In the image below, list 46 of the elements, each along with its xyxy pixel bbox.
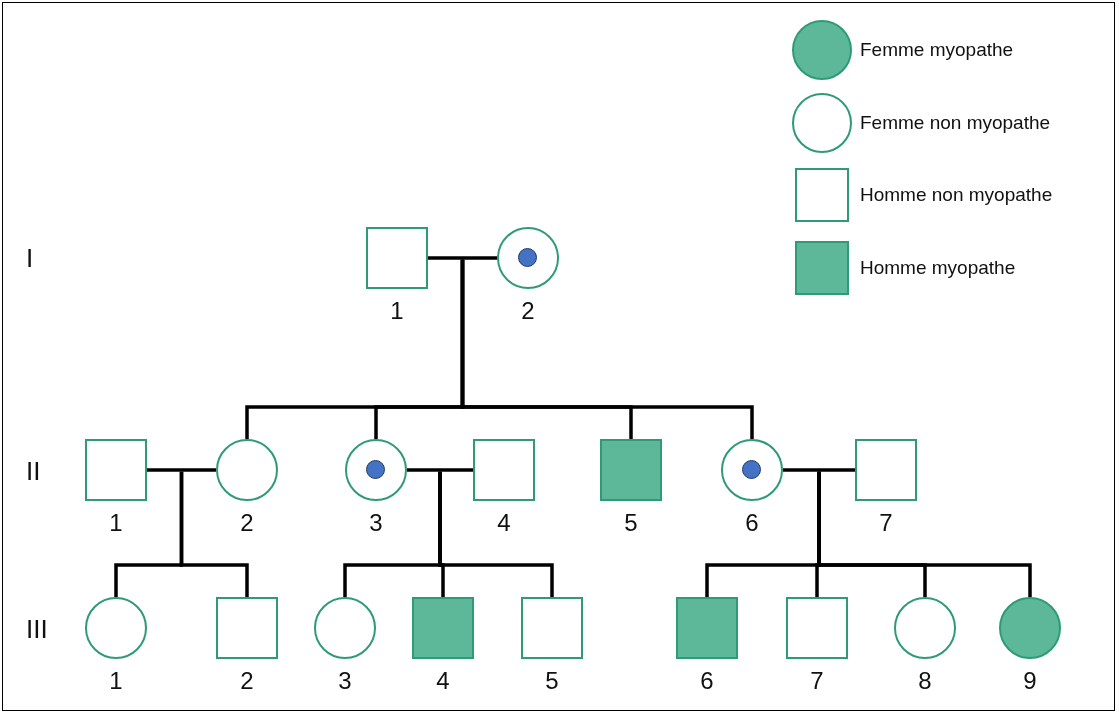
- affected-male-square: [676, 597, 738, 659]
- descent-line: [438, 471, 554, 597]
- couple-line: [428, 256, 497, 260]
- individual-number: 7: [879, 511, 893, 535]
- generation-label: II: [26, 458, 41, 484]
- individual-number: 4: [436, 669, 450, 693]
- individual-number: 1: [109, 511, 123, 535]
- individual-number: 7: [810, 669, 824, 693]
- individual-number: 5: [624, 511, 638, 535]
- legend-label: Femme non myopathe: [860, 113, 1051, 132]
- male-square: [855, 439, 917, 501]
- male-square: [216, 597, 278, 659]
- legend-label: Femme myopathe: [860, 40, 1014, 59]
- individual-number: 4: [497, 511, 511, 535]
- male-square: [366, 227, 428, 289]
- generation-label: III: [26, 616, 48, 642]
- couple-line: [407, 468, 473, 472]
- carrier-dot: [742, 460, 761, 479]
- male-square: [521, 597, 583, 659]
- individual-number: 6: [745, 511, 759, 535]
- individual-number: 2: [521, 299, 535, 323]
- couple-line: [147, 468, 216, 472]
- generation-label: I: [26, 245, 34, 271]
- individual-number: 1: [390, 299, 404, 323]
- individual-number: 2: [240, 511, 254, 535]
- carrier-dot: [518, 248, 537, 267]
- individual-number: 8: [918, 669, 932, 693]
- individual-number: 3: [338, 669, 352, 693]
- carrier-dot: [366, 460, 385, 479]
- descent-line: [460, 259, 754, 439]
- individual-number: 9: [1023, 669, 1037, 693]
- individual-number: 1: [109, 669, 123, 693]
- male-square: [85, 439, 147, 501]
- legend-label: Homme non myopathe: [860, 185, 1053, 204]
- affected-male-square: [412, 597, 474, 659]
- descent-line: [817, 471, 1032, 597]
- couple-line: [783, 468, 855, 472]
- male-square: [786, 597, 848, 659]
- individual-number: 3: [369, 511, 383, 535]
- legend-label: Homme myopathe: [860, 258, 1016, 277]
- male-square: [473, 439, 535, 501]
- individual-number: 2: [240, 669, 254, 693]
- individual-number: 6: [700, 669, 714, 693]
- individual-number: 5: [545, 669, 559, 693]
- descent-line: [179, 471, 249, 597]
- affected-male-square: [600, 439, 662, 501]
